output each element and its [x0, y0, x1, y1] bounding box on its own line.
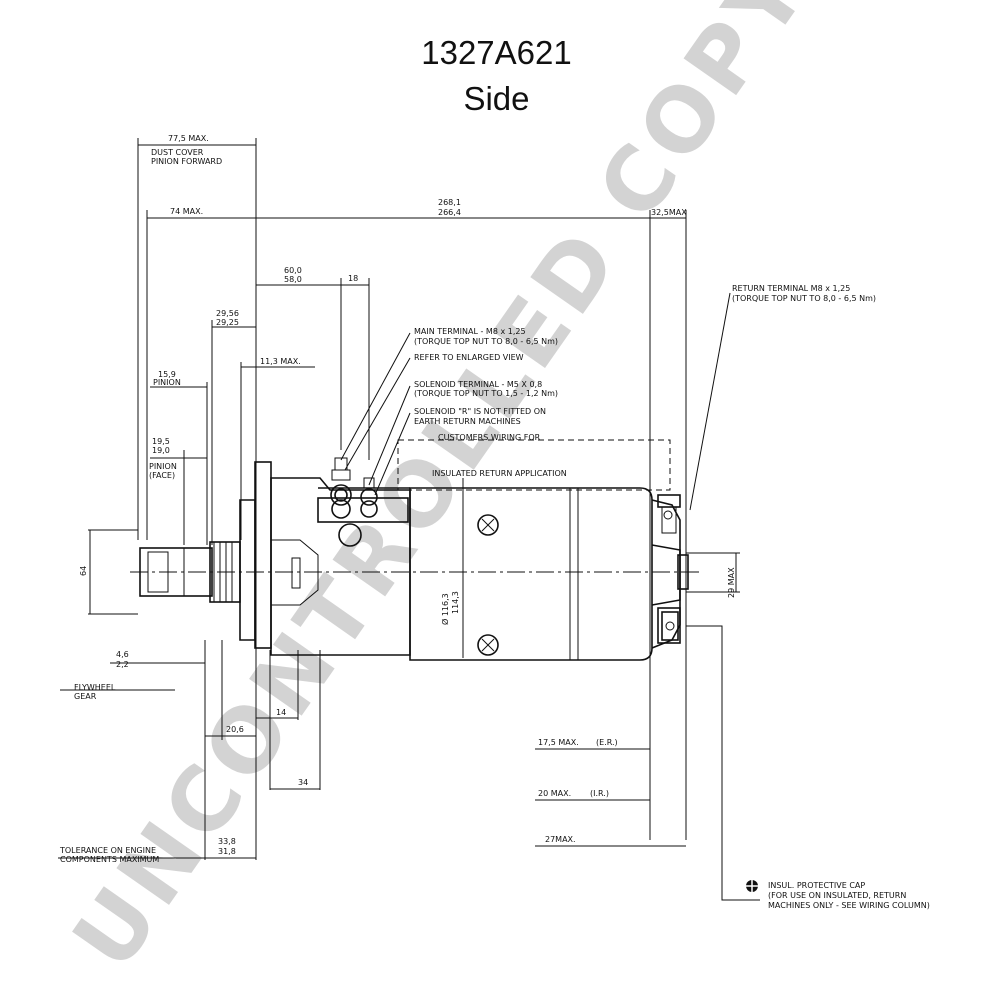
solenoid-terminal: [360, 477, 378, 518]
label-flywheel-1: FLYWHEEL: [74, 683, 116, 692]
label-texts: DUST COVER PINION FORWARD PINION PINION …: [59, 148, 930, 910]
dim-74: 74 MAX.: [170, 207, 203, 216]
dim-32-5: 32,5MAX: [651, 208, 687, 217]
dim-4-6: 4,6: [116, 650, 129, 659]
dim-2-2: 2,2: [116, 660, 129, 669]
dim-17-5-er: (E.R.): [596, 738, 618, 747]
main-terminal: [330, 457, 352, 519]
label-solenoid-terminal-1: SOLENOID TERMINAL - M5 X 0,8: [414, 380, 542, 389]
yoke-screw-bottom: [477, 634, 499, 656]
part-number-title: 1327A621: [421, 34, 572, 71]
customer-wiring-box: [397, 439, 671, 491]
label-tolerance-2: COMPONENTS MAXIMUM: [60, 855, 159, 864]
label-customers-wiring-2: INSULATED RETURN APPLICATION: [432, 469, 567, 478]
dim-29-25: 29,25: [216, 318, 239, 327]
starter-motor-outline: [139, 457, 689, 661]
dim-15-9: 15,9: [158, 370, 176, 379]
label-return-terminal-2: (TORQUE TOP NUT TO 8,0 - 6,5 Nm): [732, 294, 876, 303]
dim-34: 34: [298, 778, 308, 787]
label-dust-cover-2: PINION FORWARD: [151, 157, 222, 166]
label-solenoid-r-1: SOLENOID "R" IS NOT FITTED ON: [414, 407, 546, 416]
dim-11-3: 11,3 MAX.: [260, 357, 301, 366]
dim-20-6: 20,6: [226, 725, 244, 734]
label-pinion-face-1: PINION: [149, 462, 177, 471]
dim-31-8: 31,8: [218, 847, 236, 856]
dim-116-3: Ø 116,3: [440, 593, 450, 625]
dim-19-5: 19,5: [152, 437, 170, 446]
dimension-texts: 77,5 MAX. 74 MAX. 268,1 266,4 32,5MAX 60…: [79, 134, 736, 856]
dim-29-56: 29,56: [216, 309, 239, 318]
label-insul-cap-2: (FOR USE ON INSULATED, RETURN: [768, 891, 906, 900]
dim-60: 60,0: [284, 266, 302, 275]
label-enlarged-view: REFER TO ENLARGED VIEW: [414, 353, 524, 362]
dim-64: 64: [79, 566, 88, 576]
dim-27: 27MAX.: [545, 835, 576, 844]
dim-20-ir: (I.R.): [590, 789, 609, 798]
dim-19-0: 19,0: [152, 446, 170, 455]
label-pinion-face-2: (FACE): [149, 471, 175, 480]
dim-17-5: 17,5 MAX.: [538, 738, 579, 747]
label-main-terminal-1: MAIN TERMINAL - M8 x 1,25: [414, 327, 526, 336]
label-insul-cap-3: MACHINES ONLY - SEE WIRING COLUMN): [768, 901, 930, 910]
dim-29-max: 29 MAX: [727, 567, 736, 598]
dim-268-1: 268,1: [438, 198, 461, 207]
dim-114-3: 114,3: [451, 591, 460, 614]
dim-18: 18: [348, 274, 358, 283]
label-dust-cover-1: DUST COVER: [151, 148, 204, 157]
label-customers-wiring-1: CUSTOMERS WIRING FOR: [438, 433, 541, 442]
label-return-terminal-1: RETURN TERMINAL M8 x 1,25: [732, 284, 850, 293]
dim-20: 20 MAX.: [538, 789, 571, 798]
label-solenoid-r-2: EARTH RETURN MACHINES: [414, 417, 521, 426]
dim-266-4: 266,4: [438, 208, 461, 217]
dim-58: 58,0: [284, 275, 302, 284]
dim-14: 14: [276, 708, 286, 717]
view-subtitle: Side: [463, 80, 530, 117]
leader-lines: [340, 292, 760, 901]
label-insul-cap-1: INSUL. PROTECTIVE CAP: [768, 881, 865, 890]
dim-33-8: 33,8: [218, 837, 236, 846]
insul-cap-symbol-icon: [746, 880, 758, 892]
insulation-cap: [657, 607, 681, 644]
dim-77-5: 77,5 MAX.: [168, 134, 209, 143]
label-tolerance-1: TOLERANCE ON ENGINE: [59, 846, 156, 855]
label-pinion: PINION: [153, 378, 181, 387]
label-solenoid-terminal-2: (TORQUE TOP NUT TO 1,5 - 1,2 Nm): [414, 389, 558, 398]
label-flywheel-2: GEAR: [74, 692, 97, 701]
label-main-terminal-2: (TORQUE TOP NUT TO 8,0 - 6,5 Nm): [414, 337, 558, 346]
extension-lines: [137, 138, 687, 860]
dimension-lines: [58, 144, 740, 859]
yoke-screw-top: [477, 514, 499, 536]
